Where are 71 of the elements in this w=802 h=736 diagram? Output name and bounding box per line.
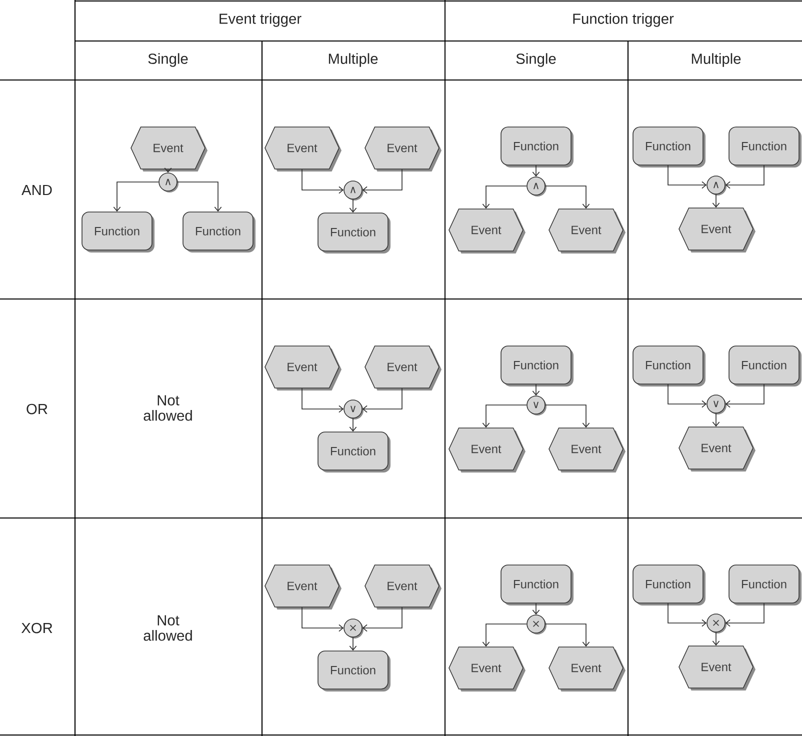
arrow — [712, 413, 720, 427]
function-box: Function — [728, 346, 802, 386]
function-box: Function — [82, 212, 154, 252]
event-hexagon: Event — [678, 426, 756, 472]
arrow — [545, 186, 590, 209]
arrow — [668, 603, 707, 627]
arrow — [362, 169, 402, 194]
arrow — [482, 624, 527, 647]
function-box: Function — [500, 564, 574, 606]
arrow — [349, 199, 357, 213]
arrow — [164, 168, 172, 173]
event-hexagon: Event — [448, 646, 526, 692]
arrow — [302, 607, 344, 632]
event-hexagon: Event — [448, 208, 526, 254]
event-hexagon: Event — [130, 126, 208, 172]
function-box: Function — [632, 126, 706, 168]
arrow — [302, 388, 344, 413]
arrow — [532, 384, 540, 396]
event-hexagon: Event — [548, 428, 626, 472]
row-label: XOR — [21, 622, 52, 634]
event-hexagon: Event — [448, 428, 526, 472]
header-label: Single — [148, 53, 188, 67]
event-hexagon: Event — [548, 208, 626, 254]
function-box: Function — [318, 212, 390, 254]
row-label: OR — [26, 404, 48, 414]
event-hexagon: Event — [678, 646, 756, 690]
function-box: Function — [318, 432, 390, 472]
cell-note: Not allowed — [144, 615, 192, 641]
function-box: Function — [182, 212, 256, 252]
function-box: Function — [318, 650, 390, 692]
event-hexagon: Event — [364, 346, 442, 390]
event-hexagon: Event — [264, 126, 342, 172]
arrow — [712, 632, 720, 646]
event-hexagon: Event — [364, 564, 442, 610]
arrow — [725, 384, 764, 408]
arrow — [362, 388, 402, 413]
event-hexagon: Event — [264, 564, 342, 610]
header-label: Multiple — [692, 53, 741, 67]
header-label: Event trigger — [220, 13, 302, 27]
event-hexagon: Event — [264, 346, 342, 390]
function-box: Function — [632, 346, 706, 386]
arrow — [177, 182, 222, 212]
arrow — [545, 404, 590, 428]
arrow — [545, 624, 590, 647]
arrow — [349, 418, 357, 432]
header-label: Single — [516, 53, 556, 67]
function-box: Function — [632, 564, 706, 606]
header-label: Multiple — [328, 53, 378, 67]
arrow — [349, 637, 357, 651]
event-hexagon: Event — [364, 126, 442, 172]
arrow — [113, 182, 159, 212]
arrow — [482, 186, 527, 209]
event-hexagon: Event — [548, 646, 626, 692]
arrow — [302, 169, 344, 194]
event-hexagon: Event — [678, 208, 756, 252]
function-box: Function — [728, 126, 802, 168]
function-box: Function — [728, 564, 802, 606]
arrow — [668, 165, 707, 189]
header-label: Function trigger — [573, 13, 674, 27]
arrow — [725, 603, 764, 627]
function-box: Function — [500, 126, 574, 168]
arrow — [482, 404, 527, 428]
row-label: AND — [22, 184, 52, 196]
arrow — [668, 384, 707, 408]
function-box: Function — [500, 346, 574, 386]
arrow — [532, 165, 540, 177]
arrow — [712, 194, 720, 208]
cell-note: Not allowed — [144, 395, 192, 421]
arrow — [362, 607, 402, 632]
arrow — [532, 603, 540, 615]
arrow — [725, 165, 764, 189]
